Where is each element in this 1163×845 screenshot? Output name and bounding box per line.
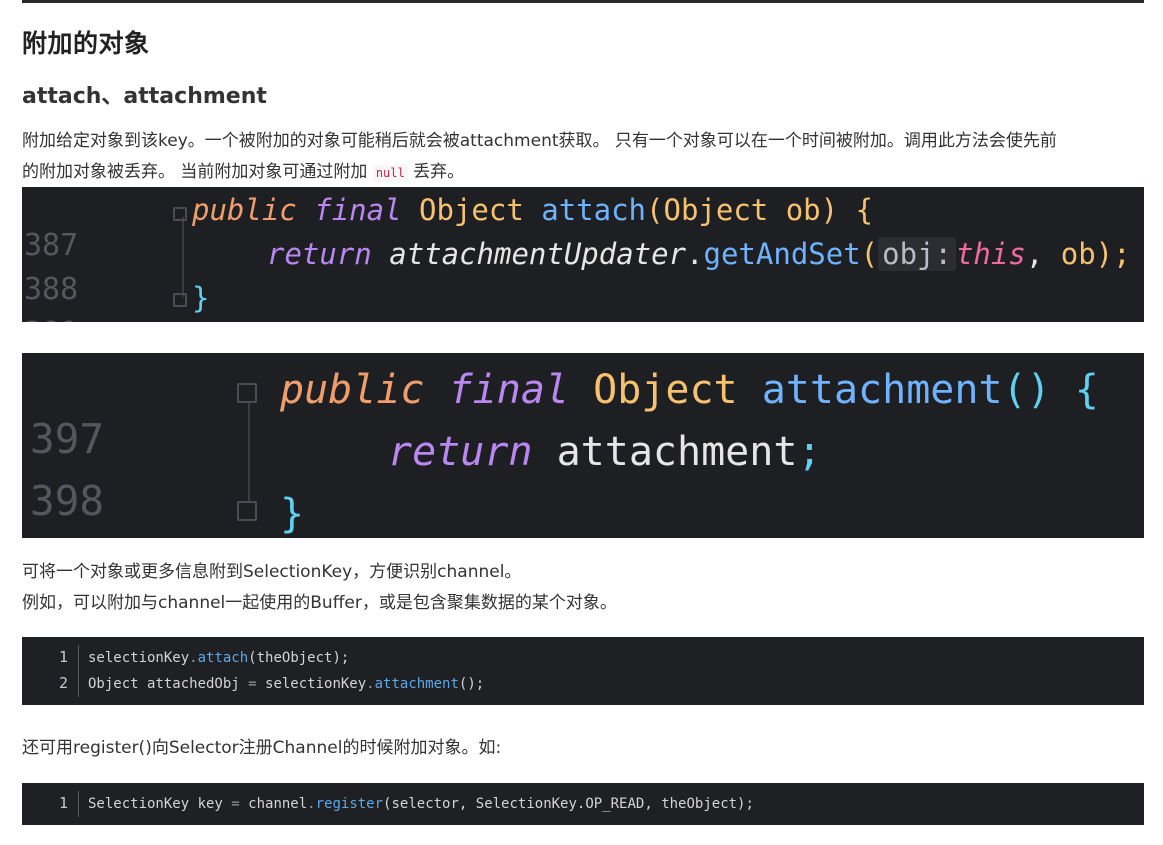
description-paragraph: 可将一个对象或更多信息附到SelectionKey，方便识别channel。 例… (22, 557, 1144, 619)
attach-code-screenshot: 387 388 389 public final Object attach(O… (22, 187, 1144, 322)
code-line-387: public final Object attach(Object ob) { (192, 193, 874, 227)
intro-line-2-pre: 的附加对象被丢弃。 当前附加对象可通过附加 (22, 162, 368, 182)
line-number: 398 (30, 477, 105, 525)
code-block-attach: 1 2 selectionKey.attach(theObject); Obje… (22, 637, 1144, 705)
register-paragraph: 还可用register()向Selector注册Channel的时候附加对象。如… (22, 738, 502, 758)
top-divider (22, 0, 1144, 3)
code-line: SelectionKey key = channel.register(sele… (88, 796, 754, 812)
method-subheading: attach、attachment (22, 84, 267, 109)
fold-open-icon (173, 207, 187, 221)
line-number: 387 (24, 228, 79, 263)
code-line-397: public final Object attachment() { (280, 367, 1099, 413)
line-number: 388 (24, 272, 79, 307)
fold-close-icon (237, 501, 257, 521)
code-line: Object attachedObj = selectionKey.attach… (88, 676, 485, 692)
line-number: 1 (58, 794, 68, 812)
fold-open-icon (237, 383, 257, 403)
code-line-388: return attachmentUpdater.getAndSet(obj:t… (267, 237, 1131, 271)
inline-code-null: null (372, 165, 408, 181)
line-number: 1 (58, 648, 68, 666)
line-number: 2 (58, 674, 68, 692)
intro-paragraph: 附加给定对象到该key。一个被附加的对象可能稍后就会被attachment获取。… (22, 126, 1144, 189)
line-gutter: 1 (22, 783, 78, 825)
parameter-hint: obj: (878, 237, 956, 271)
line-gutter: 1 2 (22, 637, 78, 705)
fold-close-icon (173, 293, 187, 307)
description-line-1: 可将一个对象或更多信息附到SelectionKey，方便识别channel。 (22, 562, 522, 582)
code-line-398: return attachment; (388, 429, 822, 475)
code-line-399: } (280, 491, 305, 537)
line-number: 397 (30, 415, 105, 463)
section-heading: 附加的对象 (22, 29, 150, 58)
attachment-code-screenshot: 397 398 399 public final Object attachme… (22, 353, 1144, 538)
code-line-389: } (192, 281, 210, 315)
intro-line-1: 附加给定对象到该key。一个被附加的对象可能稍后就会被attachment获取。… (22, 131, 1057, 151)
code-block-register: 1 SelectionKey key = channel.register(se… (22, 783, 1144, 825)
line-number: 389 (24, 316, 78, 322)
intro-line-2-post: 丢弃。 (413, 162, 465, 182)
code-line: selectionKey.attach(theObject); (88, 650, 350, 666)
description-line-2: 例如，可以附加与channel一起使用的Buffer，或是包含聚集数据的某个对象… (22, 593, 617, 613)
